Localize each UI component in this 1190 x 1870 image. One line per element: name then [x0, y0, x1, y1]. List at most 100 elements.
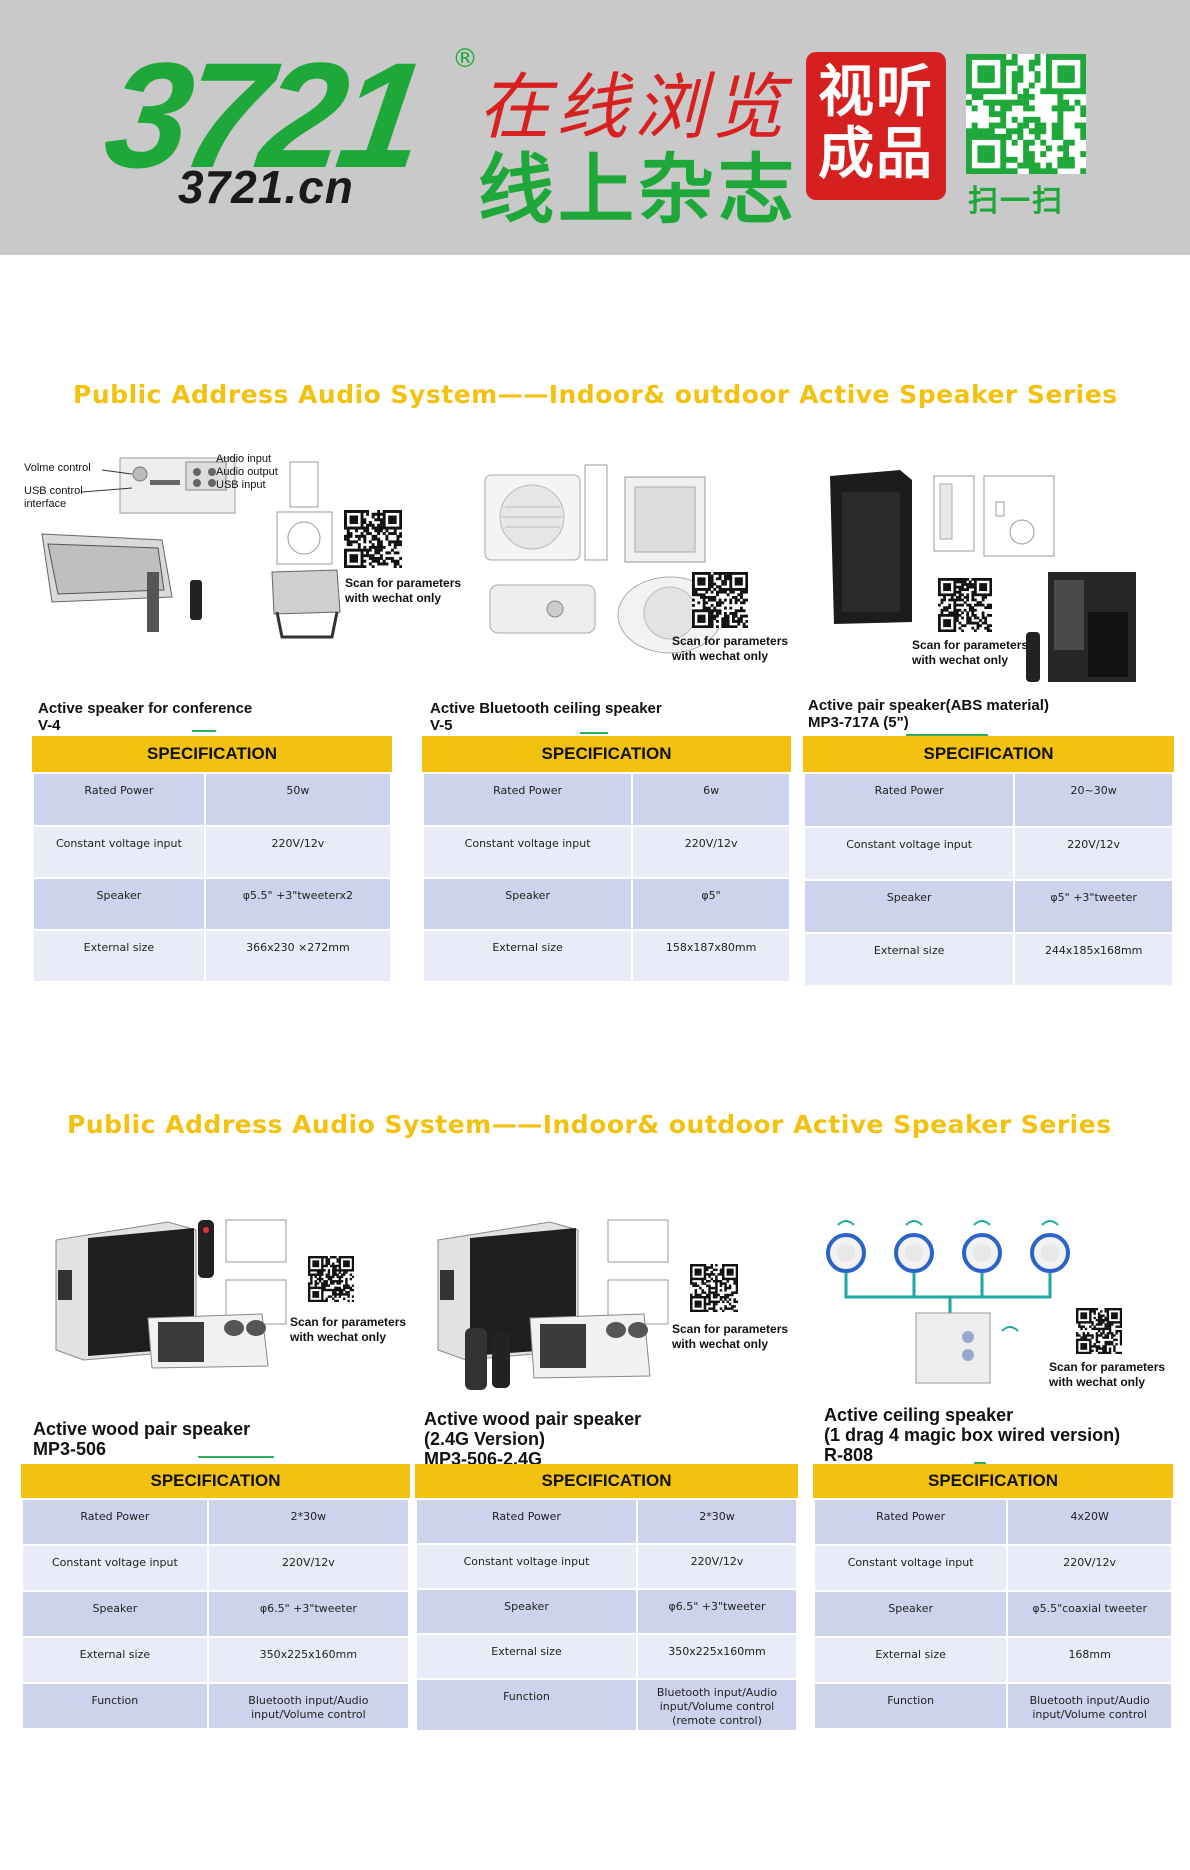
spec-label: Function	[415, 1678, 638, 1732]
registered-mark: ®	[452, 44, 478, 74]
product-title-mp3-506: Active wood pair speaker MP3-506	[33, 1419, 250, 1459]
spec-value: Bluetooth input/Audio input/Volume contr…	[1006, 1682, 1173, 1730]
product-mp3-717a-qr-code[interactable]	[938, 578, 992, 632]
online-browse-slogan: 在线浏览	[478, 65, 791, 149]
scan-note-line1: Scan for parameters	[345, 576, 462, 590]
spec-value: 220V/12v	[203, 825, 393, 879]
spec-value: 4x20W	[1006, 1498, 1173, 1546]
spec-heading: SPECIFICATION	[803, 736, 1174, 772]
product-v4-image	[22, 452, 382, 667]
wood-speaker-illustration	[55, 1219, 287, 1369]
caption-interface: interface	[24, 498, 67, 510]
spec-heading: SPECIFICATION	[422, 736, 791, 772]
spec-label: Speaker	[802, 879, 1016, 934]
spec-label: External size	[21, 1636, 209, 1684]
spec-label: Constant voltage input	[21, 1544, 209, 1592]
spec-heading: SPECIFICATION	[415, 1464, 798, 1498]
spec-value: 50w	[203, 772, 393, 827]
speaker-horn-illustration	[41, 457, 341, 639]
green-accent-line	[906, 734, 988, 736]
spec-label: Rated Power	[802, 772, 1016, 828]
product-r808-image	[820, 1205, 1080, 1390]
section-2-title: Public Address Audio System——Indoor& out…	[67, 1110, 1112, 1139]
pair-speaker-illustration	[830, 470, 1136, 682]
spec-label: External size	[812, 1636, 1009, 1684]
brand-logo-url: 3721.cn	[178, 161, 354, 213]
scan-note-mp3-717a: Scan for parameters with wechat only	[912, 638, 1028, 668]
caption-audio-input: Audio input	[216, 453, 272, 465]
scan-note-mp3-506: Scan for parameters with wechat only	[290, 1315, 406, 1345]
spec-value: 2*30w	[206, 1498, 411, 1546]
product-title-mp3-506-2.4g: Active wood pair speaker (2.4G Version) …	[424, 1409, 641, 1469]
spec-label: External size	[32, 929, 206, 983]
spec-heading: SPECIFICATION	[32, 736, 392, 772]
spec-heading: SPECIFICATION	[21, 1464, 410, 1498]
scan-note-line2: with wechat only	[912, 653, 1009, 667]
spec-value: 20~30w	[1013, 772, 1174, 828]
product-v4-qr-code[interactable]	[344, 510, 402, 568]
spec-value: 220V/12v	[631, 825, 791, 879]
wood-speaker-2.4g-illustration	[437, 1219, 669, 1390]
spec-value: φ5"	[631, 877, 791, 931]
spec-value: 350x225x160mm	[635, 1633, 799, 1680]
product-mp3-506-2.4g-qr-code[interactable]	[690, 1264, 738, 1312]
spec-value: 244x185x168mm	[1013, 932, 1174, 987]
product-model: V-5	[430, 717, 453, 734]
spec-value: 6w	[631, 772, 791, 827]
spec-label: Constant voltage input	[421, 825, 634, 879]
product-mp3-506-2.4g-image	[430, 1208, 690, 1393]
scan-note-line2: with wechat only	[1049, 1375, 1146, 1389]
spec-label: Rated Power	[812, 1498, 1009, 1546]
product-name: Active Bluetooth ceiling speaker	[430, 700, 662, 717]
product-name: Active wood pair speaker	[33, 1419, 251, 1439]
product-v5-qr-code[interactable]	[692, 572, 748, 628]
spec-label: Speaker	[812, 1590, 1009, 1638]
spec-label: Rated Power	[32, 772, 206, 827]
product-model: R-808	[824, 1445, 874, 1465]
spec-label: Rated Power	[415, 1498, 638, 1545]
av-products-seal: 视听 成品	[806, 52, 946, 200]
green-accent-line	[198, 1456, 274, 1458]
spec-label: External size	[415, 1633, 638, 1680]
spec-value: 220V/12v	[206, 1544, 411, 1592]
caption-volume-control: Volme control	[24, 462, 91, 474]
spec-value: φ6.5" +3"tweeter	[635, 1588, 799, 1635]
product-mp3-506-image	[48, 1210, 308, 1370]
green-accent-line	[192, 730, 216, 732]
caption-audio-output: Audio output	[216, 466, 278, 478]
product-r808-qr-code[interactable]	[1076, 1308, 1122, 1354]
scan-note-mp3-506-2.4g: Scan for parameters with wechat only	[672, 1322, 788, 1352]
seal-line-2: 成品	[818, 122, 934, 187]
product-title-v5: Active Bluetooth ceiling speaker V-5	[430, 700, 662, 734]
header-qr-code[interactable]	[966, 54, 1086, 174]
scan-note-line1: Scan for parameters	[290, 1315, 407, 1329]
scan-note-line2: with wechat only	[672, 649, 769, 663]
spec-label: Rated Power	[21, 1498, 209, 1546]
spec-value: Bluetooth input/Audio input/Volume contr…	[635, 1678, 799, 1732]
product-mp3-717a-image	[822, 462, 1142, 697]
spec-label: Constant voltage input	[812, 1544, 1009, 1592]
product-name: Active pair speaker(ABS material)	[808, 697, 1049, 714]
scan-note-v5: Scan for parameters with wechat only	[672, 634, 788, 664]
section-1-title: Public Address Audio System——Indoor& out…	[73, 380, 1118, 409]
spec-value: φ5.5" +3"tweeterx2	[203, 877, 393, 931]
product-name: Active wood pair speaker	[424, 1409, 642, 1429]
scan-note-line1: Scan for parameters	[912, 638, 1029, 652]
product-model: V-4	[38, 717, 61, 734]
seal-line-1: 视听	[818, 60, 934, 125]
product-model: MP3-717A (5")	[808, 714, 909, 731]
product-mp3-506-qr-code[interactable]	[308, 1256, 354, 1302]
product-title-mp3-717a: Active pair speaker(ABS material) MP3-71…	[808, 697, 1049, 731]
product-name: Active ceiling speaker	[824, 1405, 1014, 1425]
caption-usb-control: USB control	[24, 485, 83, 497]
spec-label: External size	[421, 929, 634, 983]
product-variant: (2.4G Version)	[424, 1429, 546, 1449]
spec-label: Speaker	[32, 877, 206, 931]
product-name: Active speaker for conference	[38, 700, 253, 717]
spec-label: Rated Power	[421, 772, 634, 827]
